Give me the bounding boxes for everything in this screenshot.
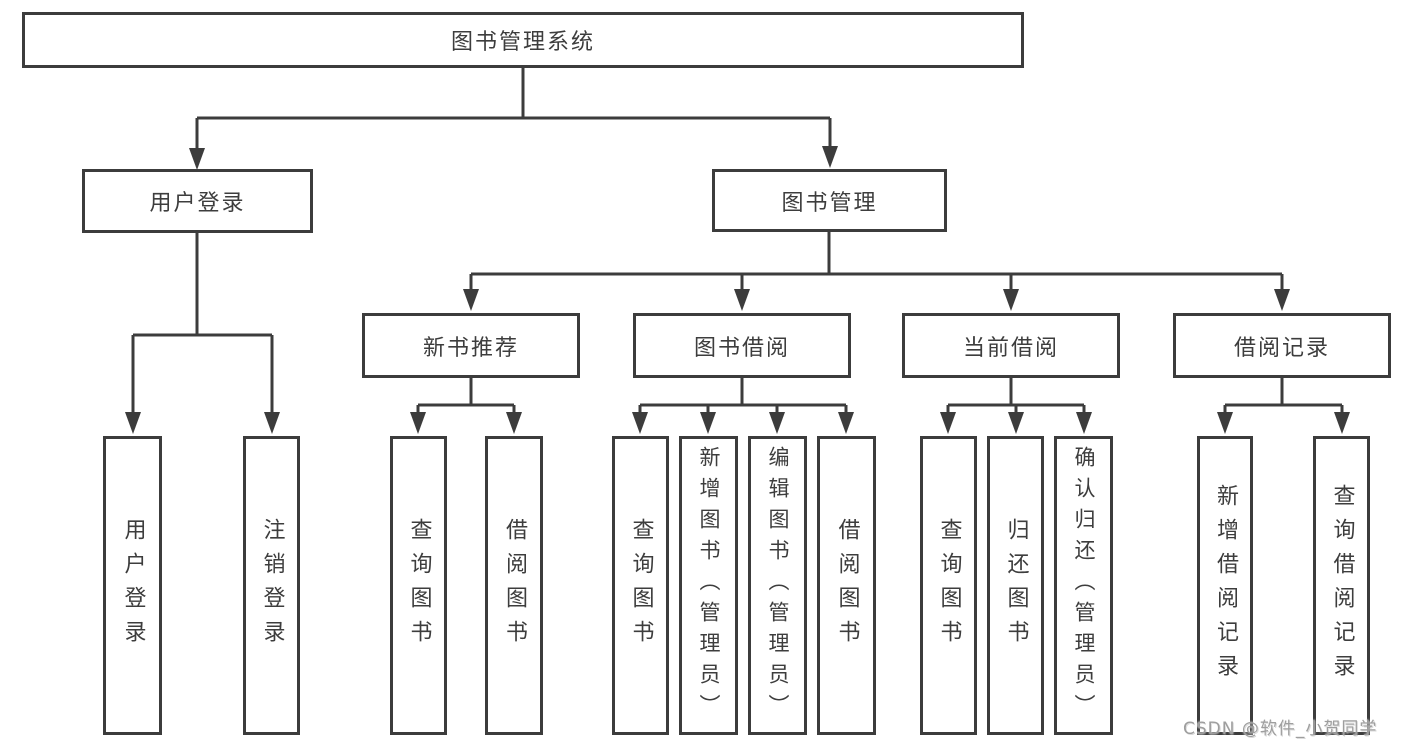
connector-book-management-to-level2 [469, 232, 1284, 289]
leaf-edit-book-admin: 编辑图书（管理员） [748, 436, 807, 735]
connector-borrow-records-to-leaves [1223, 378, 1344, 412]
arrowheads [125, 146, 1350, 434]
connector-new-book-recommend-to-leaves [416, 378, 516, 412]
leaf-confirm-return-admin: 确认归还（管理员） [1054, 436, 1113, 735]
node-book-borrow: 图书借阅 [633, 313, 851, 378]
node-current-borrow: 当前借阅 [902, 313, 1120, 378]
node-new-book-recommend: 新书推荐 [362, 313, 580, 378]
leaf-user-login: 用户登录 [103, 436, 162, 735]
connector-root-to-level1 [195, 68, 832, 148]
connector-user-login-to-leaves [131, 233, 274, 412]
leaf-query-book-recommend: 查询图书 [390, 436, 447, 735]
leaf-add-book-admin: 新增图书（管理员） [679, 436, 738, 735]
connector-book-borrow-to-leaves [638, 378, 848, 412]
leaf-return-book: 归还图书 [987, 436, 1044, 735]
node-root-system: 图书管理系统 [22, 12, 1024, 68]
node-user-login: 用户登录 [82, 169, 313, 233]
connector-current-borrow-to-leaves [946, 378, 1086, 412]
node-book-management: 图书管理 [712, 169, 947, 232]
csdn-watermark: CSDN @软件_小贺同学 [1183, 719, 1378, 739]
leaf-borrow-book-recommend: 借阅图书 [485, 436, 543, 735]
leaf-query-book-current: 查询图书 [920, 436, 977, 735]
leaf-query-borrow-record: 查询借阅记录 [1313, 436, 1370, 735]
node-borrow-records: 借阅记录 [1173, 313, 1391, 378]
leaf-query-book-borrow: 查询图书 [612, 436, 669, 735]
leaf-borrow-book: 借阅图书 [817, 436, 876, 735]
leaf-add-borrow-record: 新增借阅记录 [1197, 436, 1253, 735]
leaf-logout: 注销登录 [243, 436, 300, 735]
